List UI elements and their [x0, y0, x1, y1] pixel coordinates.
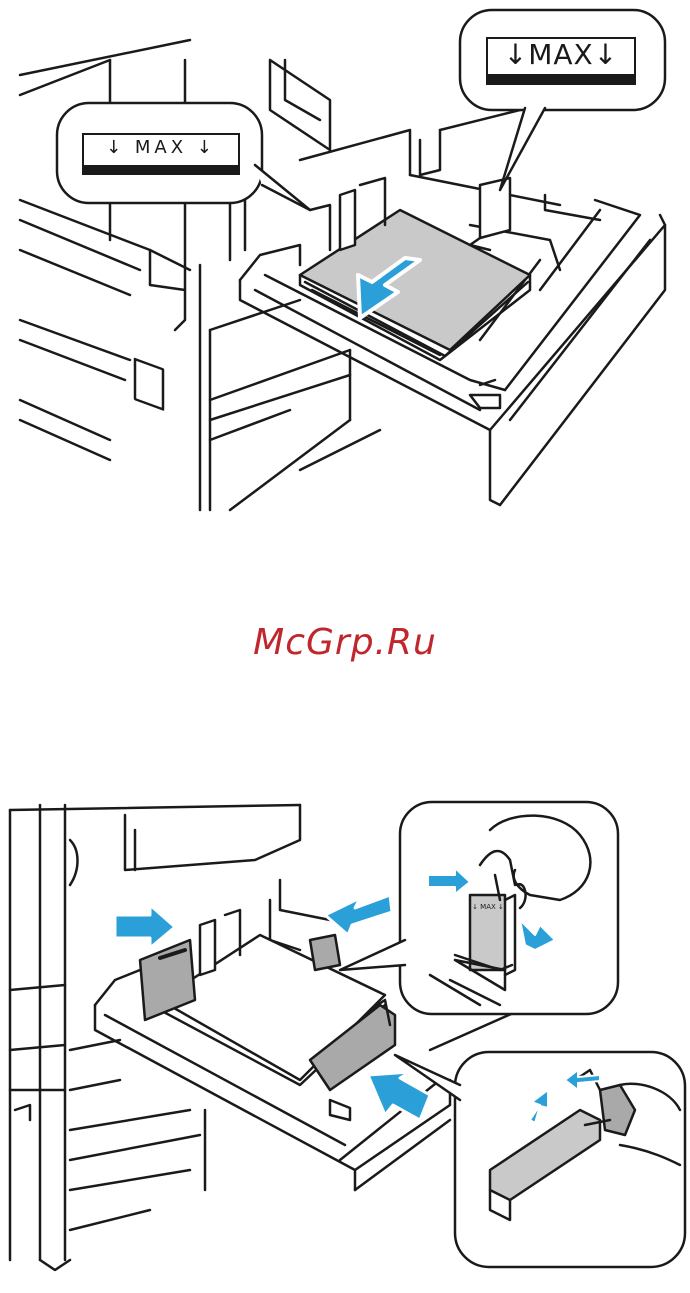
callout-right-bubble	[460, 10, 665, 190]
end-guide	[310, 935, 340, 970]
max-label-right: ↓MAX↓	[488, 38, 634, 71]
callout-side-guide	[395, 1052, 685, 1267]
watermark-text: McGrp.Ru	[0, 622, 690, 663]
squeeze-arrow-left	[115, 905, 175, 948]
adjust-guides-illustration: ↓ MAX ↓	[0, 790, 690, 1289]
max-label-left: ↓ MAX ↓	[84, 137, 238, 158]
load-paper-illustration: ↓ MAX ↓ ↓MAX↓	[0, 0, 690, 520]
guide-max-label: ↓ MAX ↓	[472, 903, 504, 911]
squeeze-arrow-top	[325, 895, 392, 935]
